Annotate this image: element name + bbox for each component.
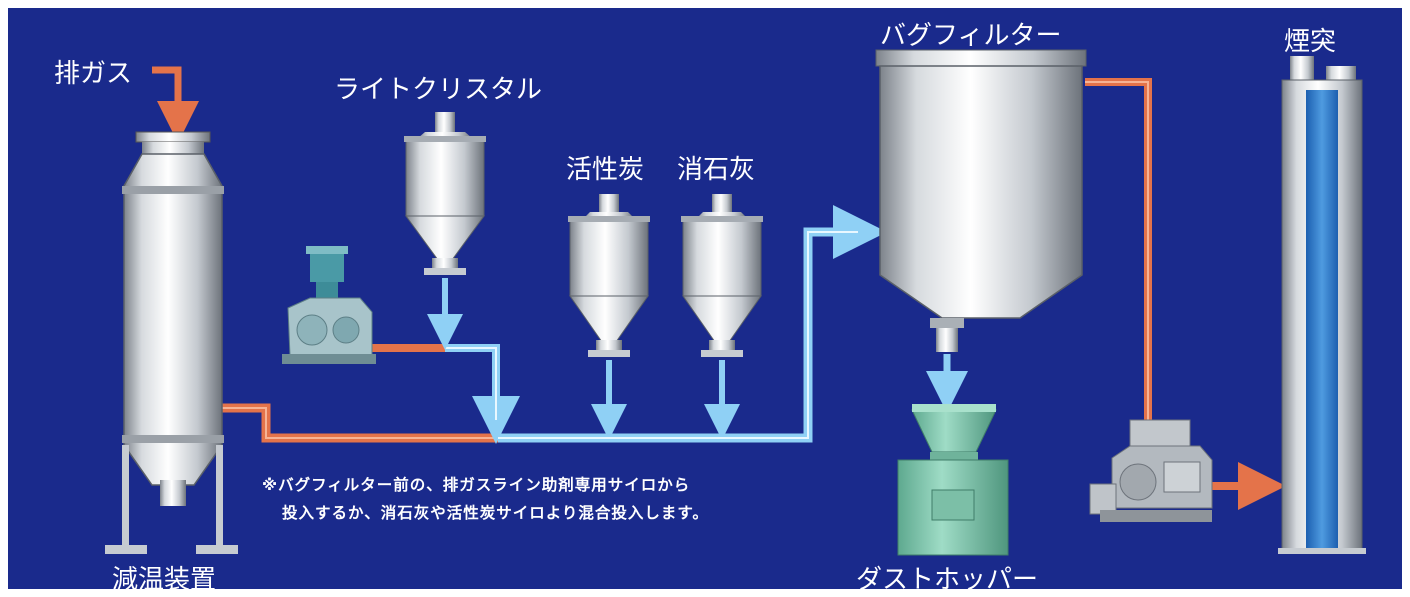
light-crystal-silo [404, 112, 486, 275]
slaked-lime-silo [681, 194, 763, 357]
label-dust-hopper: ダストホッパー [856, 565, 1038, 595]
note-line-2: 投入するか、消石灰や活性炭サイロより混合投入します。 [282, 503, 709, 522]
chimney [1278, 56, 1366, 554]
note-line-1: ※バグフィルター前の、排ガスライン助剤専用サイロから [262, 475, 690, 494]
label-bag-filter: バグフィルター [880, 21, 1061, 51]
bag-filter [875, 49, 1087, 352]
exhaust-inlet-pipe [152, 66, 199, 143]
label-exhaust-gas: 排ガス [54, 59, 132, 89]
gas-duct-cooling-to-junction [222, 403, 498, 443]
gas-duct-to-bag-filter [498, 205, 887, 443]
label-light-crystal: ライトクリスタル [334, 75, 542, 105]
label-activated-carbon: 活性炭 [566, 155, 644, 185]
label-chimney: 煙突 [1284, 27, 1336, 57]
label-cooling-tower: 減温装置 [112, 565, 216, 595]
induced-draft-fan [1089, 419, 1213, 522]
label-slaked-lime: 消石灰 [677, 155, 755, 185]
dust-hopper [897, 404, 1009, 556]
cooling-tower [105, 131, 238, 554]
activated-carbon-silo [568, 194, 650, 357]
bag-filter-outlet-duct [1085, 78, 1152, 425]
blower [282, 246, 376, 364]
